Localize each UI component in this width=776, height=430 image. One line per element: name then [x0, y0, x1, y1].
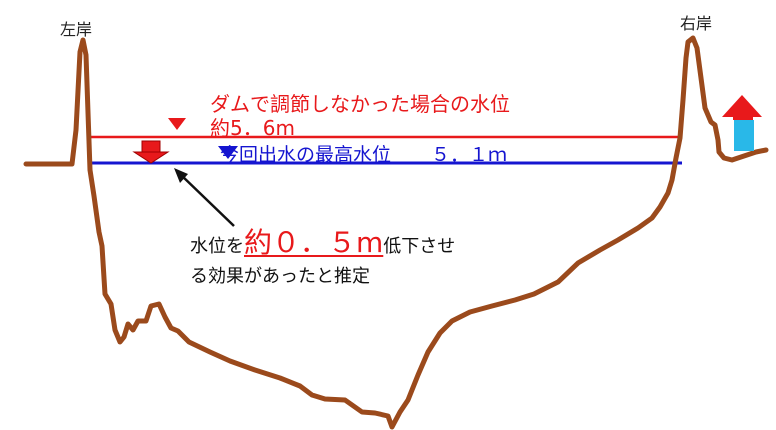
effect-annotation: 水位を約０．５m低下させ る効果があったと推定 [190, 228, 455, 292]
observed-level-marker-icon [218, 146, 238, 159]
effect-suffix: 低下させ [383, 236, 456, 257]
undammed-level-label: ダムで調節しなかった場合の水位 約5．6m [210, 92, 510, 140]
undammed-level-title: ダムで調節しなかった場合の水位 [210, 92, 510, 116]
undammed-level-value: 約5．6m [210, 116, 295, 140]
effect-line2: る効果があったと推定 [190, 266, 370, 287]
observed-level-title: 今回出水の最高水位 [220, 144, 392, 166]
effect-amount: 約０．５m [244, 226, 384, 259]
observed-level-label: 今回出水の最高水位 ５．１ｍ [220, 143, 507, 167]
pointer-arrow-icon [174, 168, 235, 227]
effect-prefix: 水位を [190, 236, 244, 257]
riverbed-profile [23, 35, 769, 430]
observed-level-value: ５．１ｍ [431, 144, 508, 166]
reduction-arrow-icon [132, 140, 170, 164]
left-bank-label: 左岸 [60, 20, 93, 39]
right-bank-label: 右岸 [680, 14, 713, 33]
undammed-level-marker-icon [168, 118, 186, 130]
house-icon [722, 95, 762, 151]
